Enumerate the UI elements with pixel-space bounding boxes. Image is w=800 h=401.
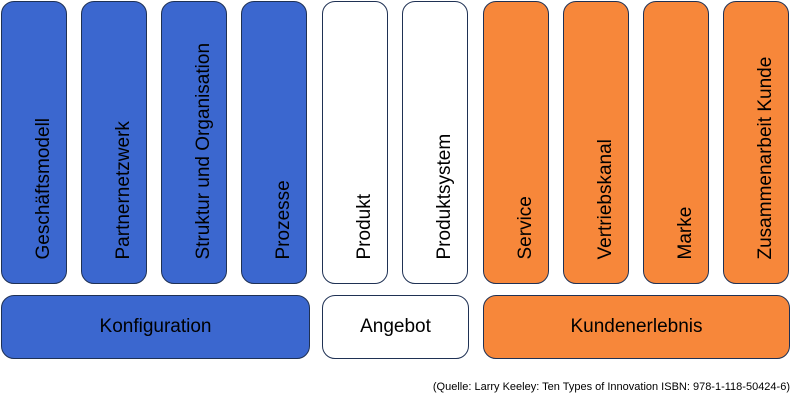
type-box-prozesse: Prozesse bbox=[241, 1, 307, 284]
type-box-service: Service bbox=[483, 1, 549, 284]
type-box-marke: Marke bbox=[643, 1, 709, 284]
category-box-kundenerlebnis: Kundenerlebnis bbox=[483, 295, 790, 359]
type-label: Partnernetzwerk bbox=[113, 121, 134, 260]
type-box-zusammenarbeit-kunde: Zusammenarbeit Kunde bbox=[723, 1, 789, 284]
source-citation: (Quelle: Larry Keeley: Ten Types of Inno… bbox=[432, 381, 790, 393]
type-label: Geschäftsmodell bbox=[33, 117, 54, 260]
type-box-struktur-organisation: Struktur und Organisation bbox=[161, 1, 227, 284]
type-label: Marke bbox=[675, 206, 696, 260]
type-label: Service bbox=[515, 196, 536, 260]
category-label: Konfiguration bbox=[99, 316, 212, 337]
category-label: Angebot bbox=[360, 316, 431, 337]
type-box-produkt: Produkt bbox=[322, 1, 388, 284]
type-label: Prozesse bbox=[273, 180, 294, 260]
type-label: Produkt bbox=[354, 194, 375, 260]
type-box-partnernetzwerk: Partnernetzwerk bbox=[81, 1, 147, 284]
type-box-produktsystem: Produktsystem bbox=[402, 1, 468, 284]
category-box-konfiguration: Konfiguration bbox=[1, 295, 310, 359]
type-box-vertriebskanal: Vertriebskanal bbox=[563, 1, 629, 284]
type-label: Vertriebskanal bbox=[595, 139, 616, 260]
type-label: Struktur und Organisation bbox=[193, 42, 214, 260]
category-box-angebot: Angebot bbox=[322, 295, 469, 359]
category-label: Kundenerlebnis bbox=[570, 316, 703, 337]
type-box-geschaeftsmodell: Geschäftsmodell bbox=[1, 1, 67, 284]
type-label: Zusammenarbeit Kunde bbox=[755, 56, 776, 260]
type-label: Produktsystem bbox=[434, 133, 455, 260]
